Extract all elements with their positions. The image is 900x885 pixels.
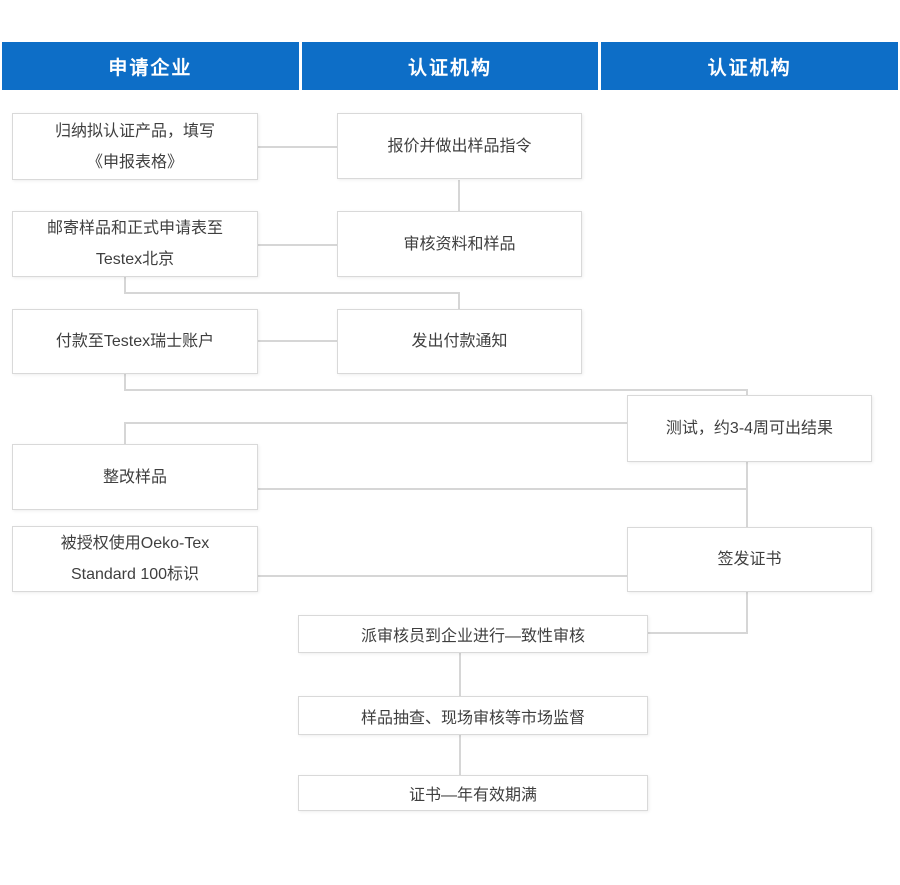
connector-supervision-expiry — [459, 735, 461, 776]
header-col-certification-body-2: 认证机构 — [601, 42, 899, 90]
header-col-applicant-enterprise: 申请企业 — [2, 42, 299, 90]
flow-node-apply: 归纳拟认证产品，填写 《申报表格》 — [12, 113, 258, 180]
flow-node-authorized: 被授权使用Oeko-Tex Standard 100标识 — [12, 526, 258, 592]
flow-node-issue: 签发证书 — [627, 527, 872, 592]
flow-node-rework-label: 整改样品 — [102, 468, 167, 486]
flow-node-mail-line1: 邮寄样品和正式申请表至 — [46, 220, 223, 237]
connector-authorized-issue — [258, 575, 627, 577]
connector-issue-audit-drop — [746, 592, 748, 634]
flow-node-mail: 邮寄样品和正式申请表至 Testex北京 — [12, 211, 258, 277]
flow-node-quote-label: 报价并做出样品指令 — [387, 137, 532, 155]
connector-quote-review — [458, 180, 460, 211]
flow-node-audit: 派审核员到企业进行—致性审核 — [298, 615, 648, 653]
connector-test-rework-drop — [124, 422, 126, 445]
flow-node-pay-label: 付款至Testex瑞士账户 — [55, 333, 215, 350]
connector-mail-notice-rise — [458, 292, 460, 309]
connector-issue-audit-run — [648, 632, 748, 634]
connector-pay-test-rise — [746, 389, 748, 397]
header-col-certification-body-1: 认证机构 — [301, 42, 599, 90]
flow-node-authorized-line2: Standard 100标识 — [70, 566, 200, 583]
flow-node-supervision: 样品抽查、现场审核等市场监督 — [298, 696, 648, 735]
connector-pay-notice — [258, 340, 337, 342]
flow-node-apply-line1: 归纳拟认证产品，填写 — [54, 122, 215, 140]
flow-node-quote: 报价并做出样品指令 — [337, 113, 582, 179]
flow-node-notice: 发出付款通知 — [337, 309, 582, 374]
flow-node-test-label: 测试，约3-4周可出结果 — [665, 420, 834, 437]
flow-node-mail-line2: Testex北京 — [95, 251, 175, 268]
flow-node-pay: 付款至Testex瑞士账户 — [12, 309, 258, 374]
connector-rework-issue-run — [258, 488, 748, 490]
flow-node-expiry-label: 证书—年有效期满 — [408, 787, 537, 804]
flow-node-notice-label: 发出付款通知 — [411, 333, 508, 350]
flow-node-review: 审核资料和样品 — [337, 211, 582, 277]
connector-test-issue-drop — [746, 462, 748, 528]
flow-node-supervision-label: 样品抽查、现场审核等市场监督 — [360, 709, 585, 727]
connector-mail-notice-run — [124, 292, 460, 294]
connector-mail-notice-drop — [124, 277, 126, 294]
flow-node-test: 测试，约3-4周可出结果 — [627, 395, 872, 462]
connector-audit-supervision — [459, 653, 461, 697]
flow-node-review-label: 审核资料和样品 — [403, 235, 516, 253]
connector-mail-review — [258, 244, 337, 246]
connector-apply-quote — [258, 146, 337, 148]
flow-node-expiry: 证书—年有效期满 — [298, 775, 648, 811]
connector-test-rework-run — [125, 422, 627, 424]
flow-node-audit-label: 派审核员到企业进行—致性审核 — [360, 628, 585, 645]
column-header-bar: 申请企业 认证机构 认证机构 — [2, 42, 899, 90]
flow-node-rework: 整改样品 — [12, 444, 258, 510]
connector-pay-test-drop — [124, 374, 126, 391]
flow-node-issue-label: 签发证书 — [717, 551, 782, 568]
flow-node-apply-line2: 《申报表格》 — [86, 153, 183, 171]
connector-pay-test-run — [124, 389, 748, 391]
flow-node-authorized-line1: 被授权使用Oeko-Tex — [60, 535, 210, 552]
